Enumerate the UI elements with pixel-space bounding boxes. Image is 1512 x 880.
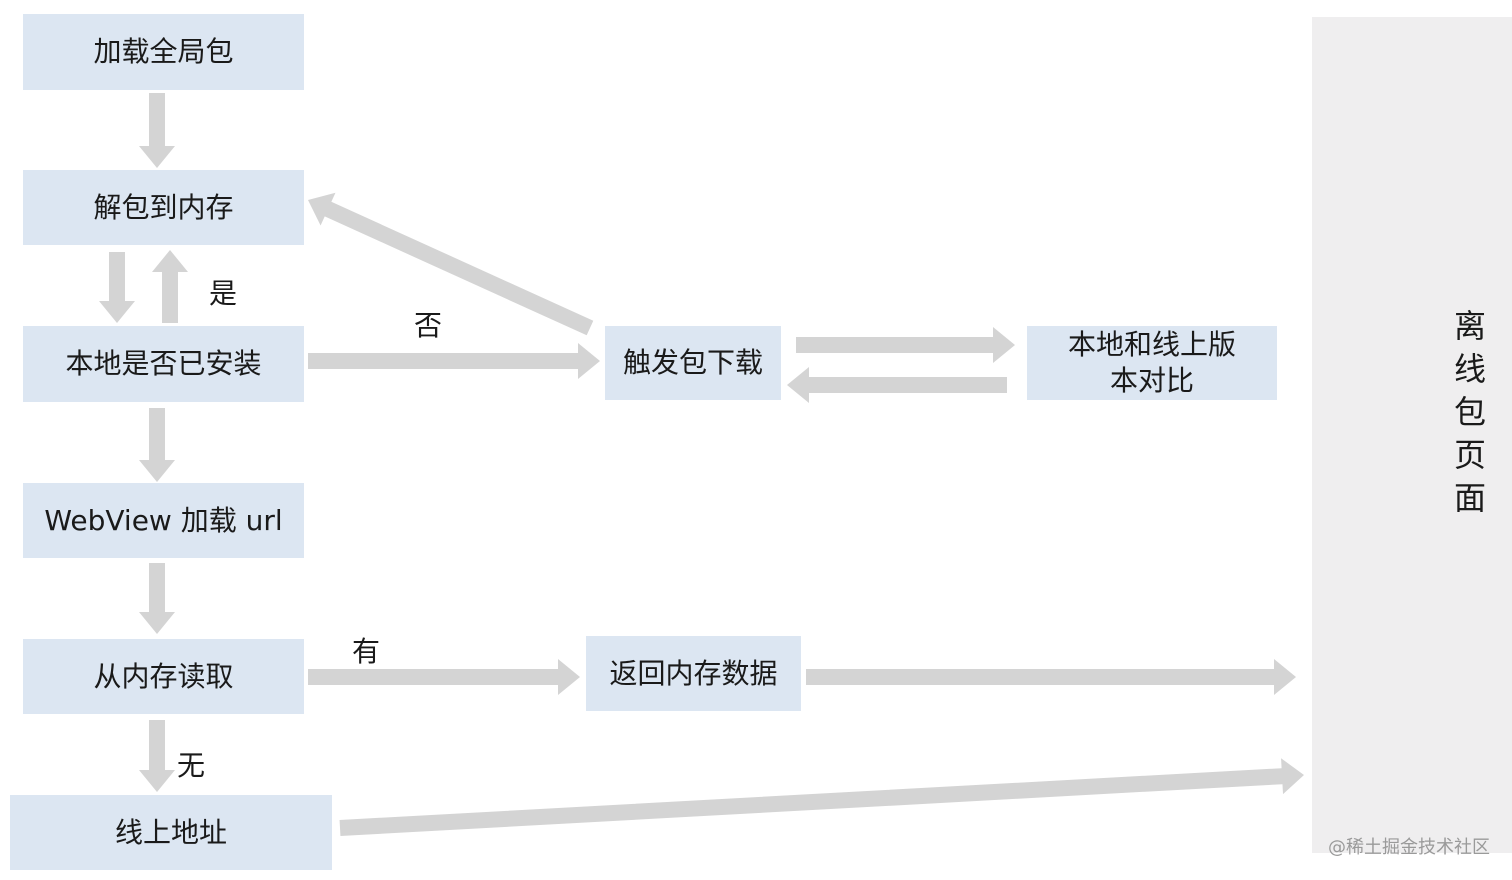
arrow-load-to-unpack [139,93,175,168]
node-return-memory: 返回内存数据 [586,636,801,711]
arrow-download-to-unpack [308,192,594,336]
node-version-compare: 本地和线上版本对比 [1027,326,1277,400]
watermark: @稀土掘金技术社区 [1328,837,1490,858]
arrow-check-no-to-download [308,343,600,379]
arrow-read-has-to-return [308,659,580,695]
offline-page-panel [1312,17,1512,853]
node-online-url: 线上地址 [10,795,332,870]
label-no: 否 [414,309,443,342]
arrow-download-to-compare [796,327,1015,363]
node-installed-check: 本地是否已安装 [23,326,304,402]
label-none: 无 [177,749,206,782]
offline-page-title: 离线包页面 [1453,307,1486,517]
node-webview-load: WebView 加载 url [23,483,304,558]
arrow-read-none-to-online [139,720,175,792]
arrow-compare-to-download [787,367,1007,403]
node-load-global: 加载全局包 [23,14,304,90]
arrow-unpack-to-check [99,252,135,323]
arrow-return-to-page [806,659,1296,695]
arrow-online-to-page [339,758,1305,836]
node-trigger-download: 触发包下载 [605,326,781,400]
label-yes: 是 [209,277,238,310]
arrow-check-yes-to-unpack [152,250,188,323]
node-unpack: 解包到内存 [23,170,304,245]
node-read-memory: 从内存读取 [23,639,304,714]
arrow-check-to-webview [139,408,175,482]
label-has: 有 [352,635,381,668]
arrow-webview-to-read [139,563,175,634]
